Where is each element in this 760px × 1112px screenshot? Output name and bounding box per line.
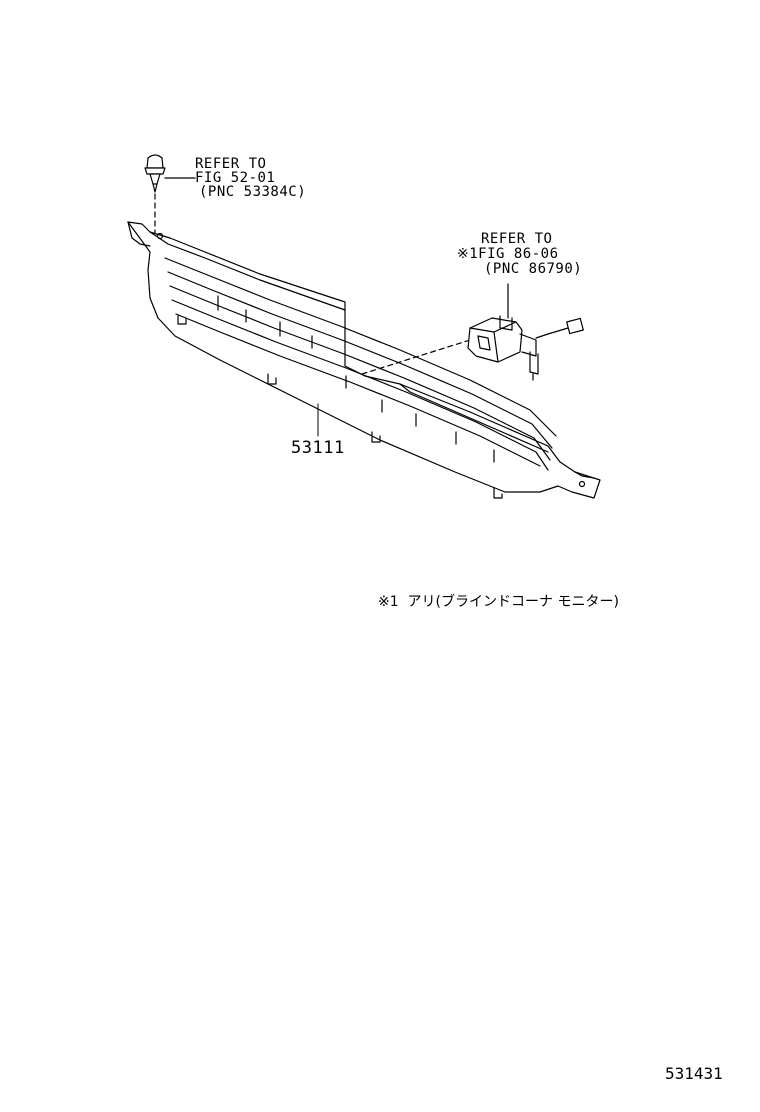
clip-refer-line2: FIG 52-01 [195, 170, 276, 186]
clip-fastener-icon [144, 154, 196, 193]
sensor-refer-line2: ※1FIG 86-06 [457, 246, 559, 262]
sensor-refer-line3: (PNC 86790) [484, 261, 583, 277]
radiator-grille-icon [127, 221, 601, 499]
part-number-label: 53111 [291, 438, 345, 458]
figure-number: 531431 [665, 1064, 723, 1083]
clip-refer-line1: REFER TO [195, 156, 267, 172]
blind-corner-sensor-icon [467, 283, 584, 381]
sensor-refer-line1: REFER TO [481, 231, 553, 247]
clip-refer-line3: (PNC 53384C) [199, 184, 307, 200]
footnote: ※1 アリ(ブラインドコーナ モニター) [378, 594, 619, 610]
